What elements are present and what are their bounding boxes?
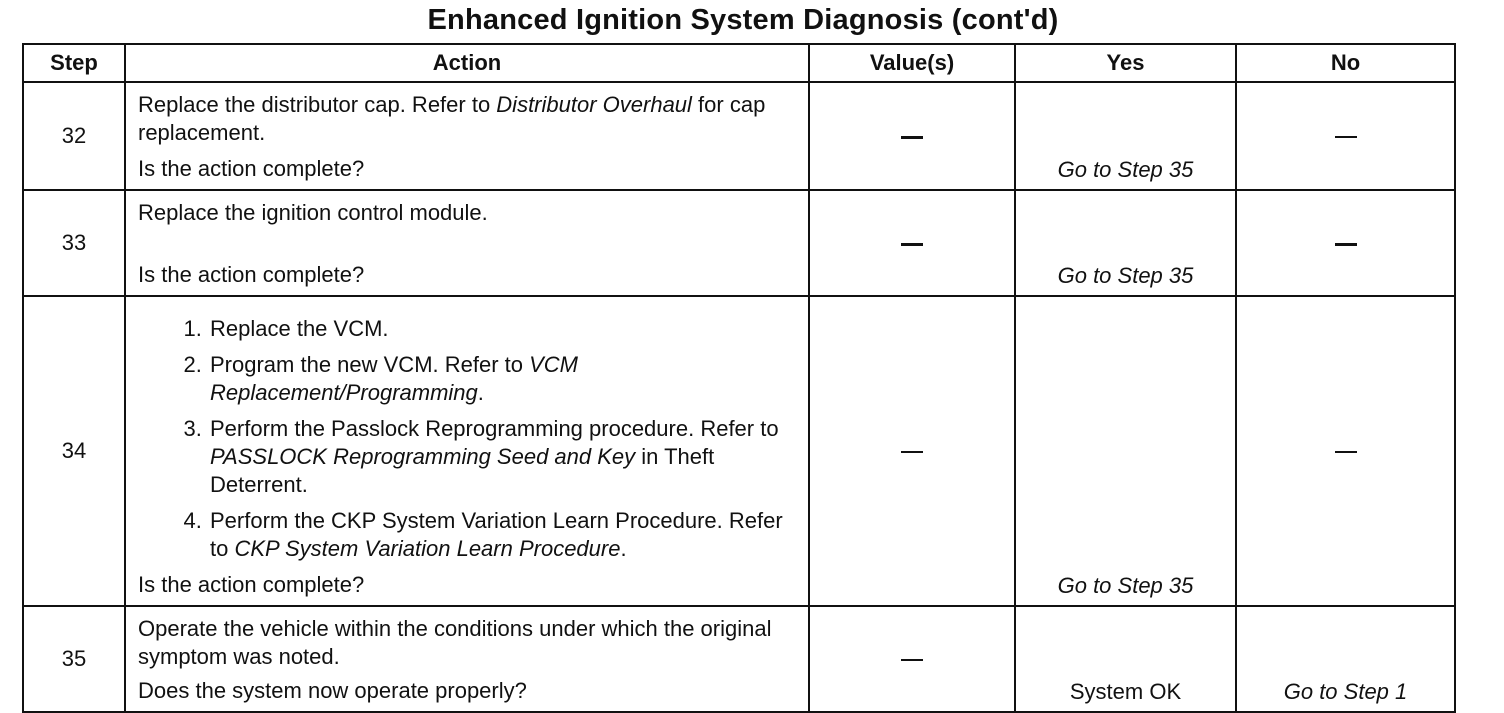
yes-cell: Go to Step 35 xyxy=(1014,295,1237,607)
action-cell: Operate the vehicle within the condition… xyxy=(124,605,810,713)
column-header-step: Step xyxy=(22,43,126,83)
column-header-no: No xyxy=(1235,43,1456,83)
procedure-step: Perform the CKP System Variation Learn P… xyxy=(208,507,796,563)
yes-cell: System OK xyxy=(1014,605,1237,713)
action-cell: Replace the VCM. Program the new VCM. Re… xyxy=(124,295,810,607)
column-header-action: Action xyxy=(124,43,810,83)
action-question: Does the system now operate properly? xyxy=(138,678,527,703)
value-cell xyxy=(808,81,1016,191)
action-question: Is the action complete? xyxy=(138,572,365,597)
yes-result: Go to Step 35 xyxy=(1057,573,1194,598)
procedure-list: Replace the VCM. Program the new VCM. Re… xyxy=(138,315,796,563)
no-cell xyxy=(1235,295,1456,607)
action-question: Is the action complete? xyxy=(138,156,365,181)
procedure-step: Perform the Passlock Reprogramming proce… xyxy=(208,415,796,499)
no-cell xyxy=(1235,81,1456,191)
step-number: 35 xyxy=(22,605,126,713)
action-question: Is the action complete? xyxy=(138,262,365,287)
value-cell xyxy=(808,189,1016,297)
step-number: 33 xyxy=(22,189,126,297)
value-cell xyxy=(808,605,1016,713)
action-cell: Replace the distributor cap. Refer to Di… xyxy=(124,81,810,191)
value-dash xyxy=(901,135,923,139)
value-dash xyxy=(901,242,923,246)
step-number: 34 xyxy=(22,295,126,607)
page-title: Enhanced Ignition System Diagnosis (cont… xyxy=(427,4,1059,36)
no-cell xyxy=(1235,189,1456,297)
no-cell: Go to Step 1 xyxy=(1235,605,1456,713)
yes-result: Go to Step 35 xyxy=(1057,263,1194,288)
action-text: for cap replacement. xyxy=(138,92,766,145)
value-dash xyxy=(901,451,923,454)
table-row-step-32: 32 Replace the distributor cap. Refer to… xyxy=(22,81,1456,191)
action-cell: Replace the ignition control module. Is … xyxy=(124,189,810,297)
yes-result: System OK xyxy=(1069,679,1182,704)
column-header-yes: Yes xyxy=(1014,43,1237,83)
no-dash xyxy=(1334,136,1357,139)
value-cell xyxy=(808,295,1016,607)
procedure-reference: VCM Replacement/Programming xyxy=(210,352,579,405)
table-header-row: Step Action Value(s) Yes No xyxy=(22,43,1456,83)
action-instruction: Operate the vehicle within the condition… xyxy=(138,616,772,669)
procedure-reference: CKP System Variation Learn Procedure xyxy=(234,536,621,561)
yes-result: Go to Step 35 xyxy=(1057,157,1194,182)
step-number: 32 xyxy=(22,81,126,191)
no-result: Go to Step 1 xyxy=(1283,679,1408,704)
action-instruction: Replace the ignition control module. xyxy=(138,200,488,225)
no-dash xyxy=(1334,242,1357,246)
procedure-step: Replace the VCM. xyxy=(208,315,796,343)
table-row-step-35: 35 Operate the vehicle within the condit… xyxy=(22,605,1456,713)
value-dash xyxy=(901,659,923,662)
diagnosis-table: Step Action Value(s) Yes No 32 Replace t… xyxy=(22,43,1456,713)
procedure-step: Program the new VCM. Refer to VCM Replac… xyxy=(208,351,796,407)
action-text: Replace the distributor cap. Refer to xyxy=(138,92,497,117)
action-reference: Distributor Overhaul xyxy=(496,92,692,117)
action-instruction: Replace the distributor cap. Refer to Di… xyxy=(138,91,796,147)
no-dash xyxy=(1334,451,1357,454)
procedure-reference: PASSLOCK Reprogramming Seed and Key xyxy=(210,444,636,469)
table-row-step-34: 34 Replace the VCM. Program the new VCM.… xyxy=(22,295,1456,607)
table-row-step-33: 33 Replace the ignition control module. … xyxy=(22,189,1456,297)
yes-cell: Go to Step 35 xyxy=(1014,81,1237,191)
yes-cell: Go to Step 35 xyxy=(1014,189,1237,297)
column-header-values: Value(s) xyxy=(808,43,1016,83)
